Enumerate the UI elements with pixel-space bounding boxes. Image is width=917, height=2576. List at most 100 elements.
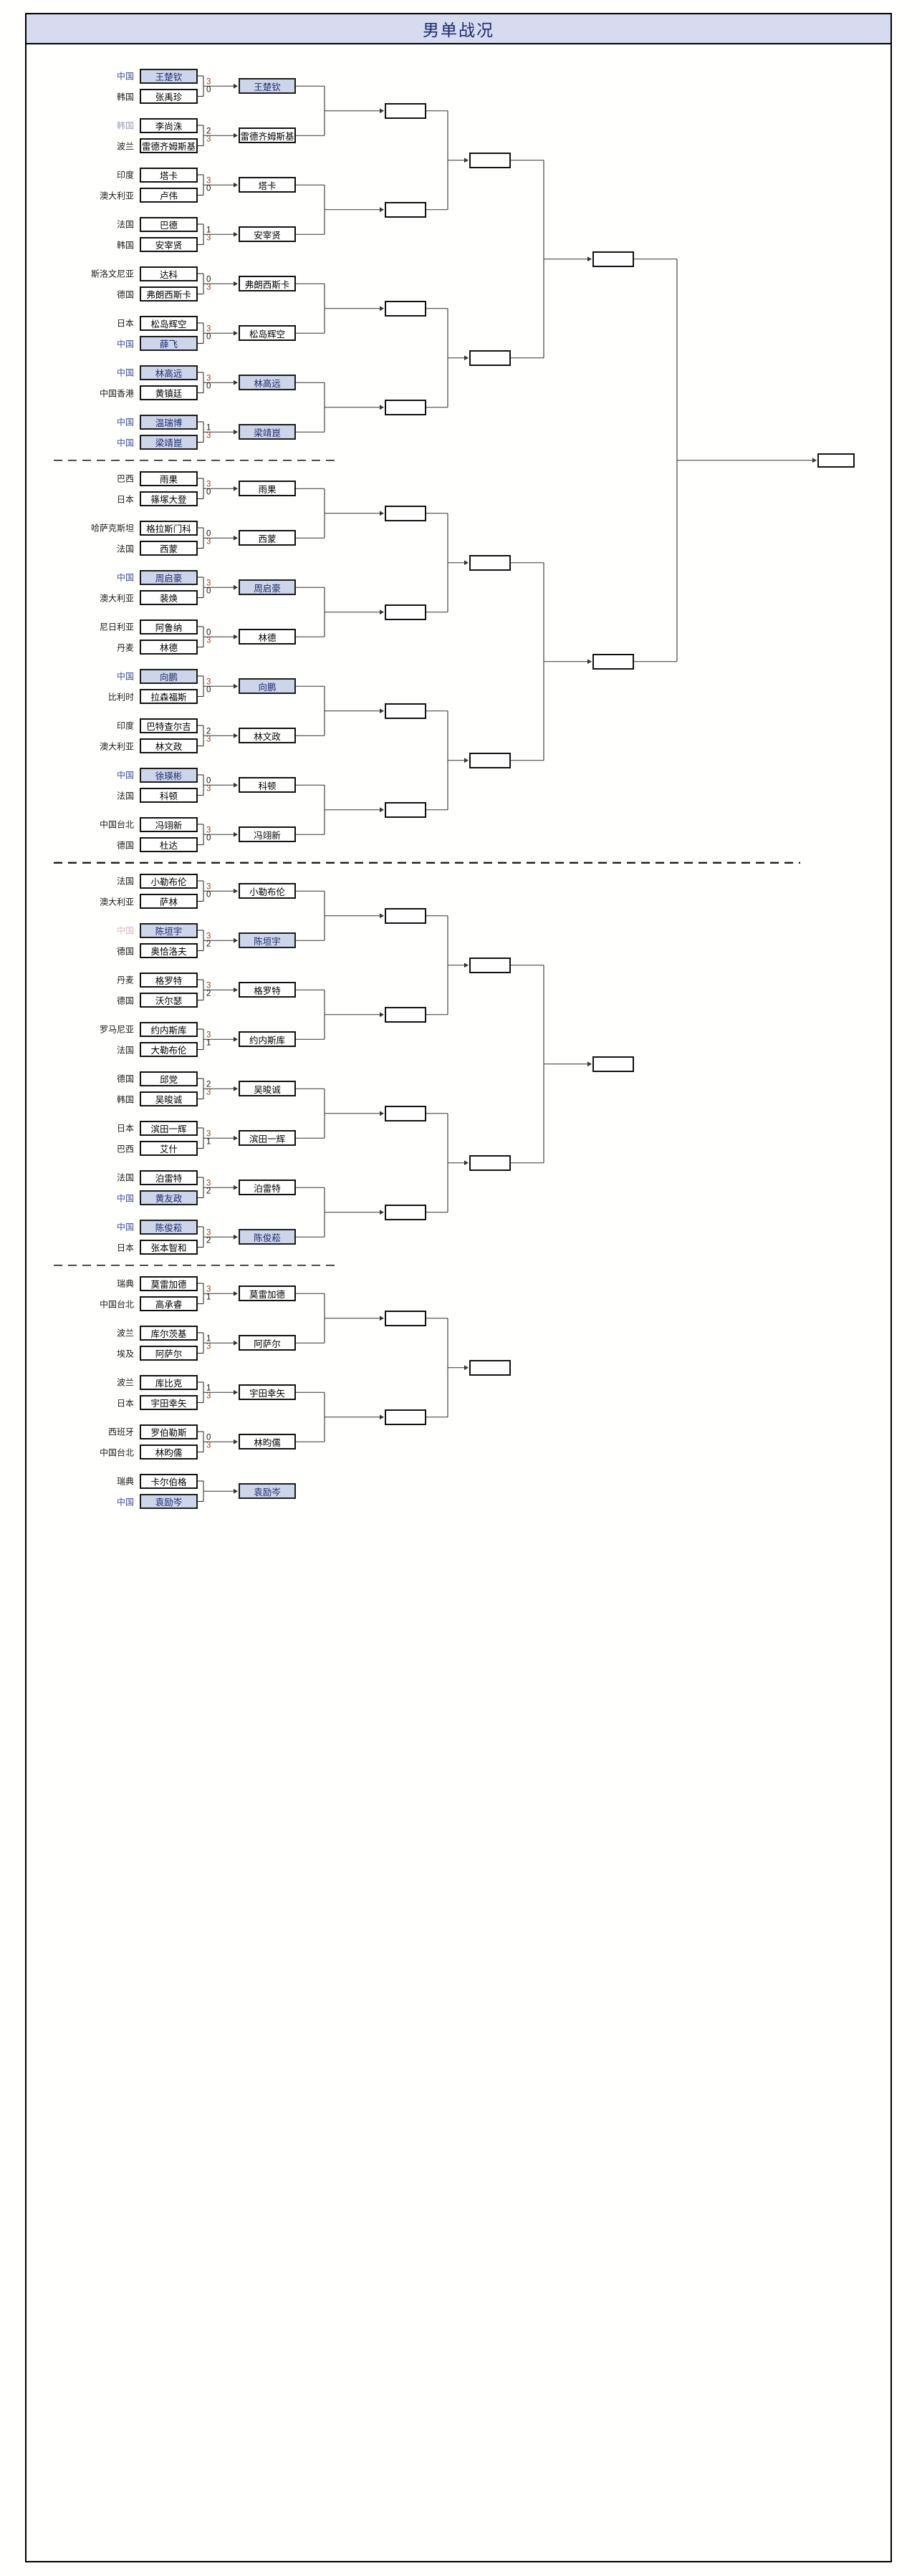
player-box-r2[interactable]: 林德	[239, 629, 296, 645]
player-box-r1[interactable]: 张本智和	[140, 1240, 198, 1255]
player-box-r1[interactable]: 格罗特	[140, 972, 198, 988]
player-box-r1[interactable]: 塔卡	[140, 167, 198, 183]
player-box-r1[interactable]: 林高远	[140, 365, 198, 380]
player-box-r2[interactable]: 莫雷加德	[239, 1285, 296, 1302]
player-box-r1[interactable]: 李尚洙	[140, 117, 198, 133]
player-box-r5[interactable]	[592, 251, 634, 267]
player-box-r4[interactable]	[469, 152, 511, 168]
player-box-r1[interactable]: 卢伟	[140, 188, 198, 203]
player-box-r3[interactable]	[385, 1204, 426, 1220]
player-box-r1[interactable]: 陈俊菘	[140, 1219, 198, 1235]
player-box-r1[interactable]: 库尔茨基	[140, 1325, 198, 1341]
player-box-r1[interactable]: 安宰贤	[140, 237, 198, 252]
player-box-r1[interactable]: 小勒布伦	[140, 873, 198, 889]
player-box-r2[interactable]: 林高远	[239, 375, 296, 391]
player-box-r2[interactable]: 吴晙诚	[239, 1081, 296, 1097]
player-box-r1[interactable]: 温瑞博	[140, 414, 198, 430]
player-box-r1[interactable]: 高承睿	[140, 1296, 198, 1311]
player-box-r1[interactable]: 大勒布伦	[140, 1042, 198, 1057]
player-box-r1[interactable]: 萨林	[140, 894, 198, 909]
player-box-r3[interactable]	[385, 102, 426, 119]
player-box-r4[interactable]	[469, 957, 511, 973]
player-box-r1[interactable]: 篠塚大登	[140, 491, 198, 506]
player-box-r1[interactable]: 奥恰洛夫	[140, 943, 198, 958]
player-box-r1[interactable]: 向鹏	[140, 668, 198, 684]
player-box-r2[interactable]: 冯翊新	[239, 826, 296, 843]
player-box-r2[interactable]: 松岛辉空	[239, 325, 296, 342]
player-box-r1[interactable]: 薛飞	[140, 336, 198, 351]
player-box-r1[interactable]: 松岛辉空	[140, 315, 198, 331]
player-box-r1[interactable]: 张禹珍	[140, 89, 198, 104]
player-box-r3[interactable]	[385, 201, 426, 218]
player-box-r5[interactable]	[592, 653, 634, 670]
player-box-r1[interactable]: 杜达	[140, 837, 198, 852]
player-box-r1[interactable]: 巴特查尔吉	[140, 718, 198, 733]
player-box-r2[interactable]: 陈俊菘	[239, 1229, 296, 1245]
player-box-r1[interactable]: 阿萨尔	[140, 1346, 198, 1361]
player-box-r1[interactable]: 滨田一辉	[140, 1120, 198, 1136]
player-box-r2[interactable]: 小勒布伦	[239, 883, 296, 899]
player-box-r1[interactable]: 拉森福斯	[140, 689, 198, 704]
player-box-r2[interactable]: 雨果	[239, 481, 296, 497]
player-box-r3[interactable]	[385, 300, 426, 317]
player-box-r1[interactable]: 沃尔瑟	[140, 993, 198, 1008]
player-box-r2[interactable]: 梁靖崑	[239, 424, 296, 440]
player-box-r1[interactable]: 吴晙诚	[140, 1091, 198, 1106]
player-box-r1[interactable]: 裴焕	[140, 590, 198, 605]
player-box-r2[interactable]: 王楚钦	[239, 78, 296, 95]
player-box-r3[interactable]	[385, 604, 426, 620]
player-box-r2[interactable]: 周启豪	[239, 579, 296, 596]
player-box-r1[interactable]: 陈垣宇	[140, 922, 198, 938]
player-box-r1[interactable]: 黄镇廷	[140, 385, 198, 400]
player-box-r1[interactable]: 徐瑛彬	[140, 767, 198, 783]
player-box-r1[interactable]: 梁靖崑	[140, 435, 198, 450]
player-box-final[interactable]	[817, 453, 855, 468]
player-box-r2[interactable]: 安宰贤	[239, 226, 296, 243]
player-box-r1[interactable]: 周启豪	[140, 569, 198, 585]
player-box-r1[interactable]: 林德	[140, 640, 198, 655]
player-box-r1[interactable]: 约内斯库	[140, 1021, 198, 1037]
player-box-r2[interactable]: 西蒙	[239, 530, 296, 546]
player-box-r3[interactable]	[385, 1105, 426, 1121]
player-box-r2[interactable]: 林文政	[239, 728, 296, 744]
player-box-r1[interactable]: 罗伯勒斯	[140, 1424, 198, 1439]
player-box-r1[interactable]: 科顿	[140, 788, 198, 803]
player-box-r1[interactable]: 王楚钦	[140, 68, 198, 84]
player-box-r1[interactable]: 雷德齐姆斯基	[140, 138, 198, 153]
player-box-r1[interactable]: 黄友政	[140, 1190, 198, 1205]
player-box-r3[interactable]	[385, 1006, 426, 1023]
player-box-r1[interactable]: 雨果	[140, 471, 198, 486]
player-box-r1[interactable]: 莫雷加德	[140, 1275, 198, 1291]
player-box-r3[interactable]	[385, 505, 426, 521]
player-box-r2[interactable]: 陈垣宇	[239, 932, 296, 949]
player-box-r2[interactable]: 塔卡	[239, 177, 296, 193]
player-box-r4[interactable]	[469, 752, 511, 768]
player-box-r2[interactable]: 格罗特	[239, 982, 296, 998]
player-box-r3[interactable]	[385, 1409, 426, 1425]
player-box-r2[interactable]: 宇田幸矢	[239, 1384, 296, 1401]
player-box-r4[interactable]	[469, 554, 511, 571]
player-box-r2[interactable]: 约内斯库	[239, 1031, 296, 1048]
player-box-r2[interactable]: 林昀儒	[239, 1434, 296, 1450]
player-box-r3[interactable]	[385, 801, 426, 818]
player-box-r1[interactable]: 泊雷特	[140, 1169, 198, 1185]
player-box-r1[interactable]: 弗朗西斯卡	[140, 286, 198, 302]
player-box-r2[interactable]: 阿萨尔	[239, 1335, 296, 1351]
player-box-r1[interactable]: 宇田幸矢	[140, 1395, 198, 1410]
player-box-r3[interactable]	[385, 703, 426, 719]
player-box-r5[interactable]	[592, 1056, 634, 1072]
player-box-r1[interactable]: 袁励岑	[140, 1494, 198, 1509]
player-box-r2[interactable]: 袁励岑	[239, 1483, 296, 1500]
player-box-r1[interactable]: 阿鲁纳	[140, 619, 198, 635]
player-box-r2[interactable]: 科顿	[239, 777, 296, 793]
player-box-r3[interactable]	[385, 907, 426, 924]
player-box-r1[interactable]: 达科	[140, 266, 198, 281]
player-box-r1[interactable]: 冯翊新	[140, 816, 198, 832]
player-box-r3[interactable]	[385, 399, 426, 415]
player-box-r2[interactable]: 向鹏	[239, 678, 296, 695]
player-box-r2[interactable]: 泊雷特	[239, 1180, 296, 1196]
player-box-r4[interactable]	[469, 1359, 511, 1376]
player-box-r4[interactable]	[469, 1154, 511, 1171]
player-box-r2[interactable]: 弗朗西斯卡	[239, 276, 296, 292]
player-box-r1[interactable]: 库比克	[140, 1374, 198, 1390]
